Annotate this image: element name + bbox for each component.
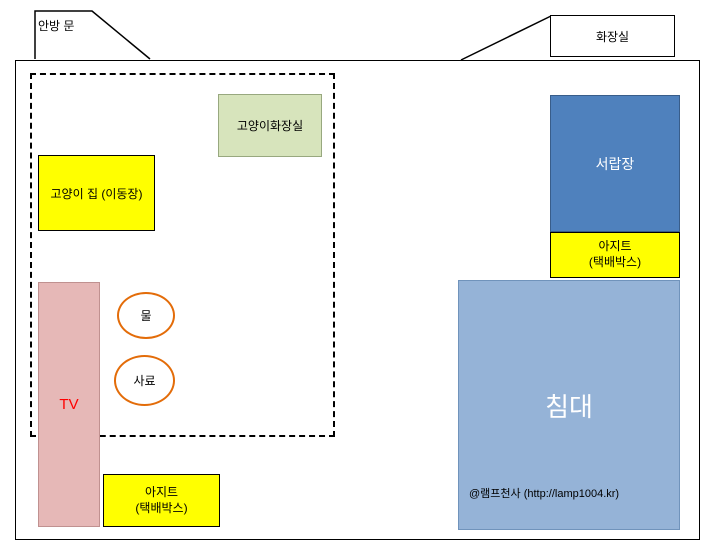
hideout-box-near-tv-label: 아지트 (택배박스) [135,484,188,515]
hideout-box-near-tv: 아지트 (택배박스) [103,474,220,527]
hideout-box-near-drawer: 아지트 (택배박스) [550,232,680,278]
bed: 침대 @램프천사 (http://lamp1004.kr) [458,280,680,530]
drawer-chest: 서랍장 [550,95,680,232]
hideout-box-near-drawer-label: 아지트 (택배박스) [588,239,642,269]
food-bowl-label: 사료 [133,374,156,388]
bathroom-door-box: 화장실 [550,15,675,57]
cat-house-carrier: 고양이 집 (이동장) [38,155,155,231]
tv-label: TV [59,396,79,413]
bed-label: 침대 [545,391,593,422]
drawer-chest-label: 서랍장 [595,155,635,172]
cat-house-carrier-label: 고양이 집 (이동장) [50,186,143,201]
water-bowl: 물 [117,292,175,339]
bedroom-door-label: 안방 문 [38,19,75,33]
bathroom-door-line [460,15,552,61]
cat-litter-box: 고양이화장실 [218,94,322,157]
cat-litter-box-label: 고양이화장실 [236,119,304,133]
food-bowl: 사료 [114,355,175,406]
tv: TV [38,282,100,527]
watermark-text: @램프천사 (http://lamp1004.kr) [469,488,620,500]
cat-zone-dashed-area [30,73,335,437]
bathroom-door-label: 화장실 [595,29,630,44]
water-bowl-label: 물 [140,309,152,323]
